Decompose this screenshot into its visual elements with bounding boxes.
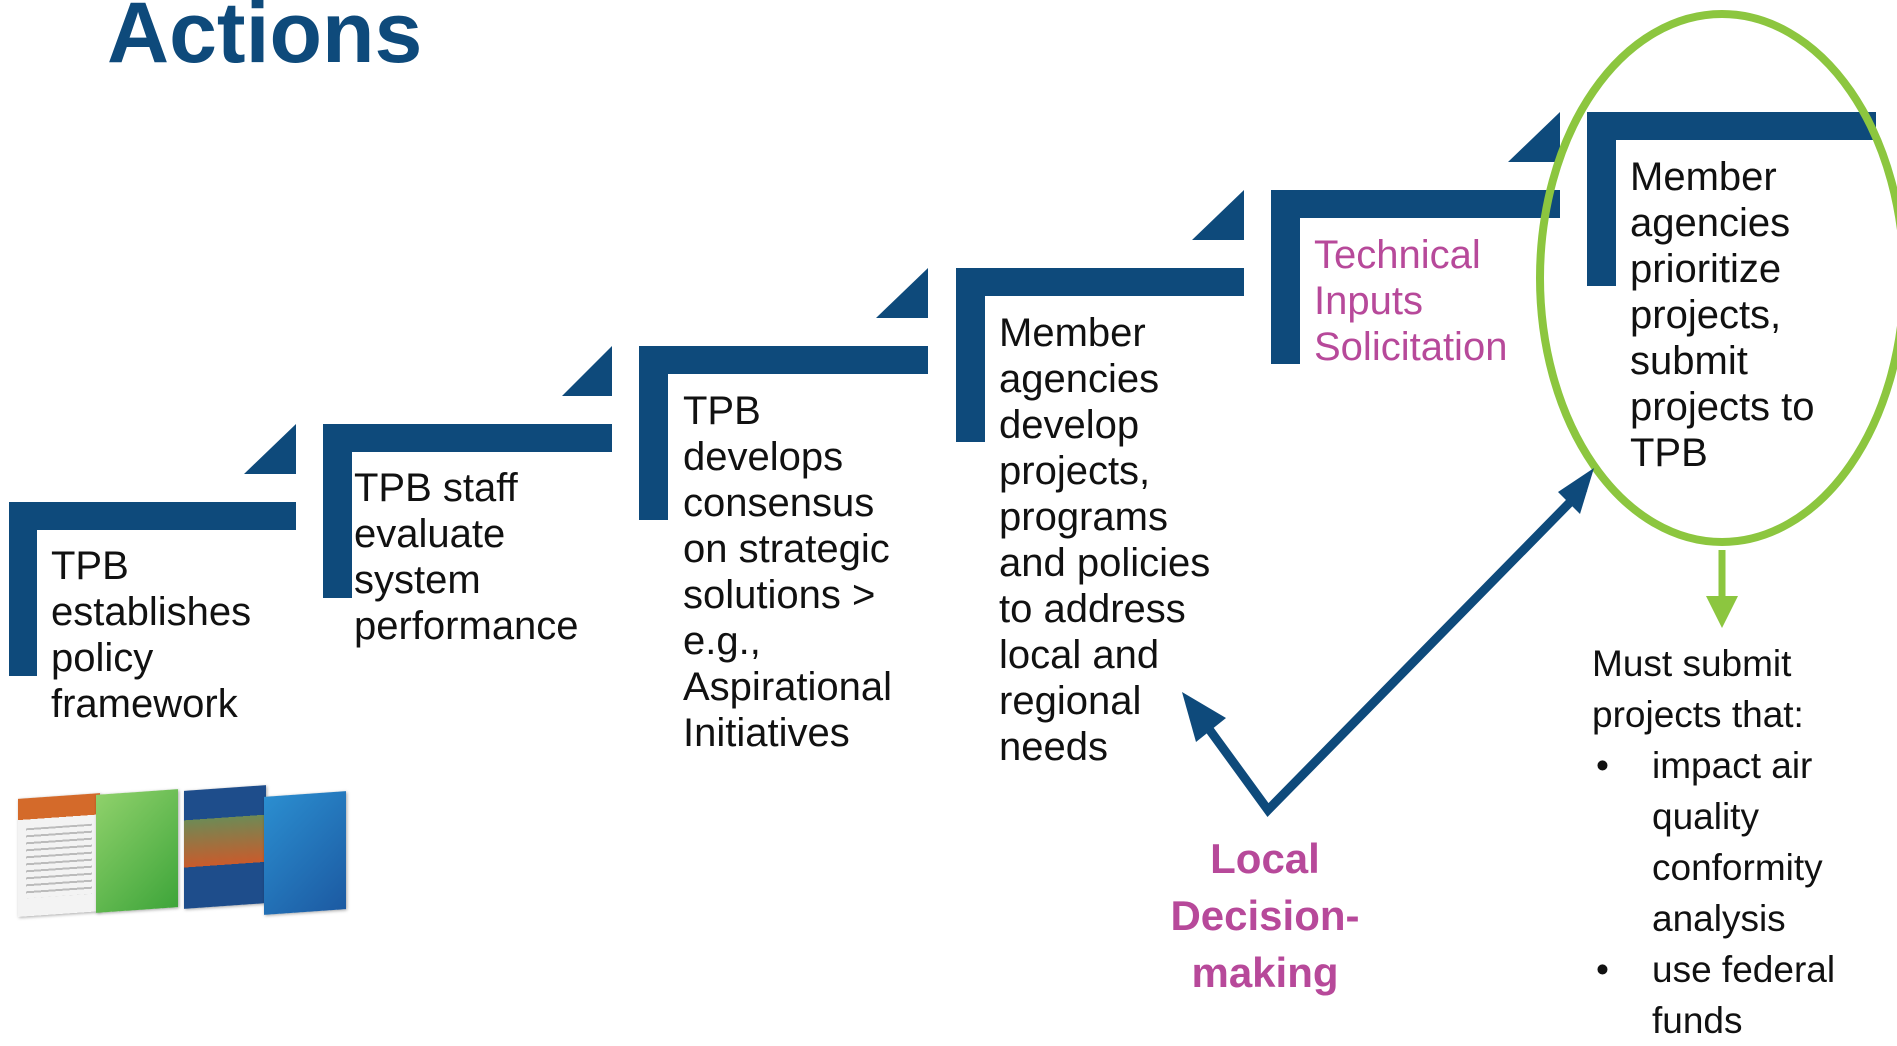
step-shape-1 bbox=[9, 424, 296, 676]
step-4-line: local and bbox=[999, 633, 1160, 677]
requirements-intro: projects that: bbox=[1592, 694, 1804, 735]
step-3-line: Aspirational bbox=[683, 665, 893, 709]
requirement-item: use federal funds bbox=[1592, 944, 1892, 1046]
step-1-line: framework bbox=[51, 682, 238, 726]
step-1-text: TPB establishes policy framework bbox=[51, 543, 251, 727]
step-4-line: and policies bbox=[999, 541, 1211, 585]
requirement-line: use federal bbox=[1652, 949, 1836, 990]
step-3-line: Initiatives bbox=[683, 711, 850, 755]
step-3-line: consensus bbox=[683, 481, 875, 525]
requirements-intro: Must submit bbox=[1592, 643, 1792, 684]
brochure-thumbnail bbox=[96, 789, 178, 913]
step-4-line: to address bbox=[999, 587, 1186, 631]
step-2-text: TPB staff evaluate system performance bbox=[354, 465, 579, 649]
step-3-line: e.g., bbox=[683, 619, 761, 663]
step-shape-5 bbox=[1271, 112, 1560, 364]
step-3-line: solutions > bbox=[683, 573, 876, 617]
step-4-line: develop bbox=[999, 403, 1140, 447]
step-2-line: system bbox=[354, 558, 481, 602]
step-5-line: Solicitation bbox=[1314, 325, 1508, 369]
step-1-line: TPB bbox=[51, 544, 129, 588]
step-3-line: TPB bbox=[683, 389, 761, 433]
brochure-thumbnail bbox=[184, 785, 266, 909]
requirements-list: impact air quality conformity analysis u… bbox=[1592, 740, 1892, 1046]
slide-title: Actions bbox=[107, 0, 423, 81]
down-arrow-icon bbox=[1706, 550, 1738, 628]
brochures-image bbox=[18, 785, 348, 938]
step-3-line: develops bbox=[683, 435, 844, 479]
step-4-line: programs bbox=[999, 495, 1168, 539]
step-4-line: Member bbox=[999, 311, 1146, 355]
step-1-line: policy bbox=[51, 636, 154, 680]
step-5-text: Technical Inputs Solicitation bbox=[1314, 232, 1507, 370]
requirement-item: impact air quality conformity analysis bbox=[1592, 740, 1892, 944]
requirement-line: funds bbox=[1652, 1000, 1743, 1041]
requirement-line: conformity bbox=[1652, 847, 1823, 888]
step-shape-3 bbox=[639, 268, 928, 520]
requirement-line: analysis bbox=[1652, 898, 1786, 939]
step-5-line: Technical bbox=[1314, 233, 1481, 277]
local-decision-line: Decision- bbox=[1170, 892, 1360, 939]
requirement-line: quality bbox=[1652, 796, 1759, 837]
step-6-line: projects to bbox=[1630, 385, 1815, 429]
step-6-line: projects, bbox=[1630, 293, 1782, 337]
step-2-line: performance bbox=[354, 604, 579, 648]
step-4-line: projects, bbox=[999, 449, 1151, 493]
local-decision-label: Local Decision- making bbox=[1160, 830, 1370, 1001]
step-6-line: TPB bbox=[1630, 431, 1708, 475]
step-1-line: establishes bbox=[51, 590, 252, 634]
step-shape-6 bbox=[1587, 112, 1876, 286]
step-4-line: regional bbox=[999, 679, 1142, 723]
step-3-line: on strategic bbox=[683, 527, 890, 571]
step-6-line: prioritize bbox=[1630, 247, 1782, 291]
highlight-ellipse bbox=[1536, 10, 1897, 546]
brochure-thumbnail bbox=[264, 791, 346, 915]
feedback-arrows-icon bbox=[1182, 468, 1594, 817]
step-4-line: needs bbox=[999, 725, 1108, 769]
step-6-line: agencies bbox=[1630, 201, 1791, 245]
step-6-line: submit bbox=[1630, 339, 1748, 383]
brochure-thumbnail bbox=[18, 793, 100, 917]
step-4-text: Member agencies develop projects, progra… bbox=[999, 310, 1210, 770]
local-decision-line: making bbox=[1191, 949, 1339, 996]
local-decision-line: Local bbox=[1210, 835, 1320, 882]
step-shape-4 bbox=[956, 190, 1244, 442]
step-2-line: TPB staff bbox=[354, 466, 518, 510]
step-4-line: agencies bbox=[999, 357, 1160, 401]
requirement-line: impact air bbox=[1652, 745, 1813, 786]
step-shape-2 bbox=[323, 346, 612, 598]
step-6-line: Member bbox=[1630, 155, 1777, 199]
step-5-line: Inputs bbox=[1314, 279, 1423, 323]
requirements-block: Must submit projects that: impact air qu… bbox=[1592, 638, 1892, 1046]
step-2-line: evaluate bbox=[354, 512, 506, 556]
step-3-text: TPB develops consensus on strategic solu… bbox=[683, 388, 892, 756]
step-6-text: Member agencies prioritize projects, sub… bbox=[1630, 154, 1815, 476]
